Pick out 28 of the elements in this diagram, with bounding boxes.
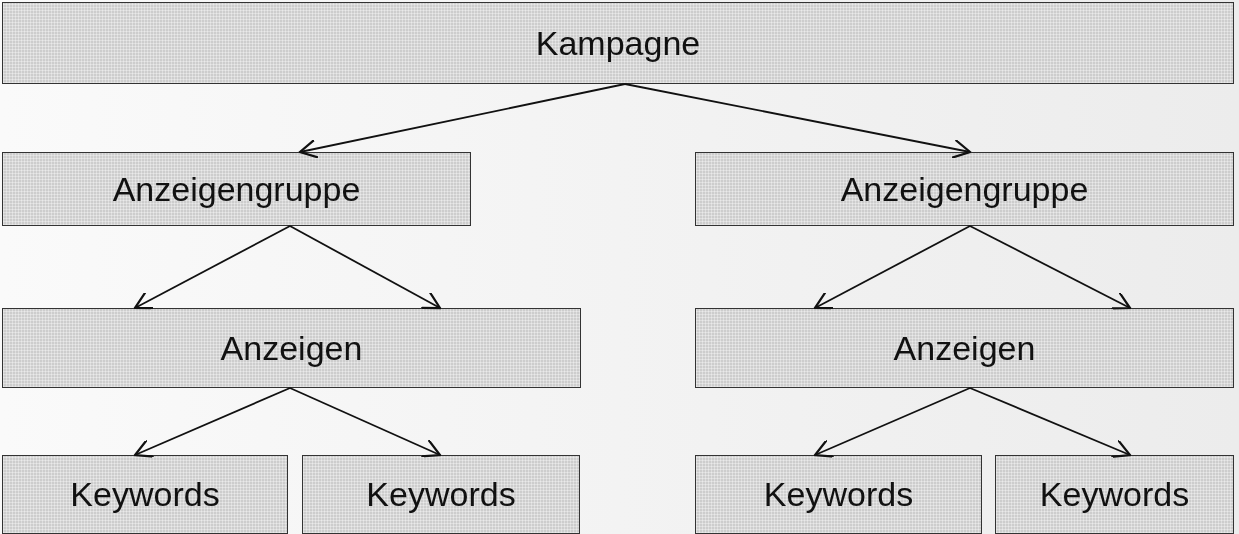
arrow <box>289 387 442 458</box>
process-box <box>302 455 580 534</box>
arrow <box>969 225 1132 310</box>
arrow <box>969 387 1132 459</box>
box-label: Keywords <box>763 475 914 514</box>
arrow <box>133 387 291 458</box>
process-box <box>995 455 1234 534</box>
box-label: Anzeigengruppe <box>112 169 361 209</box>
process-box <box>2 152 471 226</box>
box-label: Keywords <box>366 475 516 514</box>
box-label: Keywords <box>70 475 220 514</box>
arrow <box>813 387 971 458</box>
arrow <box>624 83 972 159</box>
box-label: Anzeigen <box>220 328 363 368</box>
process-box <box>695 455 982 534</box>
arrow <box>298 83 626 159</box>
box-label: Anzeigen <box>893 328 1036 368</box>
box-label: Kampagne <box>535 23 701 63</box>
process-box <box>2 455 288 534</box>
process-box <box>2 2 1234 84</box>
process-box <box>695 152 1234 226</box>
box-label: Keywords <box>1039 475 1190 514</box>
process-box <box>2 308 581 388</box>
arrow <box>813 225 971 310</box>
arrow <box>289 225 442 310</box>
process-box <box>695 308 1234 388</box>
box-label: Anzeigengruppe <box>840 169 1089 209</box>
arrow <box>133 225 291 310</box>
